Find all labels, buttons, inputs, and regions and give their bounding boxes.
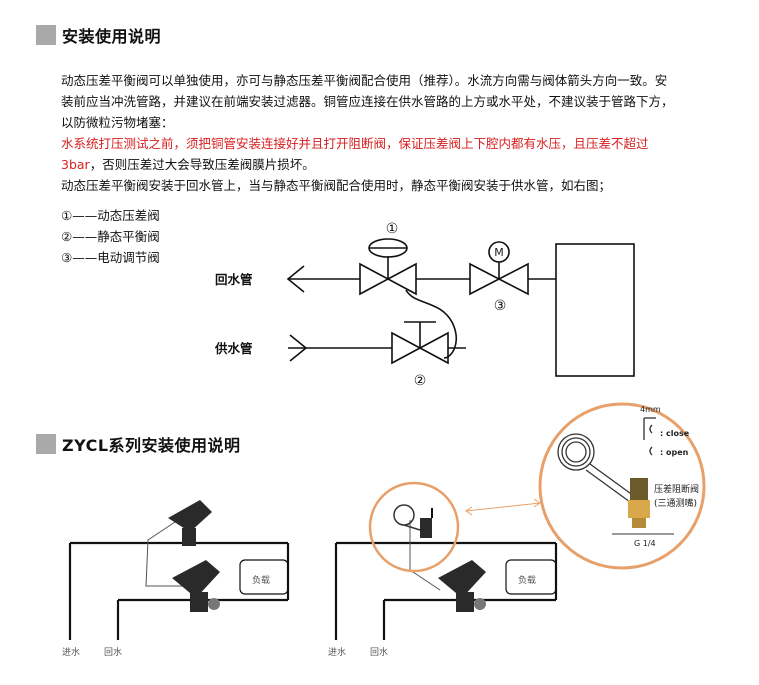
open-label: : open (660, 448, 689, 457)
marker-1: ① (386, 221, 399, 237)
placement-paragraph: 动态压差平衡阀安装于回水管上，当与静态平衡阀配合使用时，静态平衡阀安装于供水管，… (61, 178, 612, 193)
motor-icon (488, 241, 510, 263)
warning-tail: ，否则压差过大会导致压差阀膜片损坏。 (89, 157, 315, 172)
capillary-tube (405, 289, 457, 359)
piping-schematic (286, 238, 635, 377)
legend-item-3: ③——电动调节阀 (61, 250, 160, 265)
installation-diagram-left (68, 519, 290, 640)
valve-label-1: 压差阻断阀 (654, 483, 699, 495)
heading-marker (36, 434, 56, 454)
supply-arrow (289, 334, 308, 362)
warning-text: 水系统打压测试之前，须把铜管安装连接好并且打开阻断阀，保证压差阀上下腔内都有水压… (61, 136, 649, 172)
inlet-label-left: 进水 (62, 646, 80, 658)
warning-paragraph: 水系统打压测试之前，须把铜管安装连接好并且打开阻断阀，保证压差阀上下腔内都有水压… (36, 133, 676, 175)
valve-label-2: (三通测嘴) (654, 498, 697, 509)
close-label: : close (660, 429, 690, 438)
thread-label: G 1/4 (634, 539, 656, 548)
return-pipe-label: 回水管 (215, 272, 253, 287)
return-label-right: 回水 (370, 646, 388, 658)
valve-3-body (469, 262, 501, 296)
marker-2: ② (414, 373, 427, 389)
section-heading-install: 安装使用说明 (36, 23, 161, 47)
load-box-right (505, 559, 557, 595)
highlight-circle (368, 481, 460, 573)
valve-1-body (359, 262, 390, 296)
return-arrow (286, 265, 305, 293)
section-heading-zycl: ZYCL系列安装使用说明 (36, 432, 241, 456)
valve-2-body (391, 331, 422, 365)
zoom-detail (538, 402, 706, 570)
return-label-left: 回水 (104, 646, 122, 658)
valve-assembly-left (168, 500, 220, 612)
intro-paragraph: 动态压差平衡阀可以单独使用，亦可与静态压差平衡阀配合使用（推荐）。水流方向需与阀… (61, 73, 674, 130)
inlet-label-right: 进水 (328, 646, 346, 658)
load-box-left (239, 559, 289, 595)
legend-item-1: ①——动态压差阀 (61, 208, 160, 223)
load-box (555, 243, 635, 377)
motor-letter: M (494, 246, 504, 259)
supply-pipe-label: 供水管 (214, 341, 253, 356)
valve-assembly-right (393, 504, 486, 612)
marker-3: ③ (494, 298, 507, 314)
heading-marker (36, 25, 56, 45)
load-label-right: 负载 (518, 574, 536, 586)
size-label: 4mm (640, 405, 661, 414)
zoom-arrow (465, 498, 541, 516)
load-label-left: 负载 (252, 574, 270, 586)
section-title: ZYCL系列安装使用说明 (62, 436, 241, 455)
section-title: 安装使用说明 (62, 27, 162, 46)
legend-item-2: ②——静态平衡阀 (61, 229, 160, 244)
